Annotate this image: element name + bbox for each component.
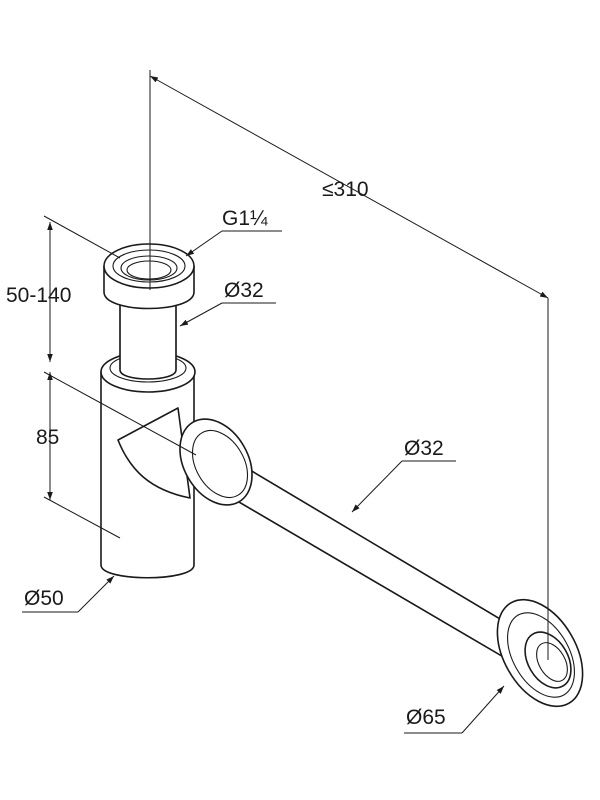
- body-diameter-leader: [22, 575, 115, 613]
- dimension-length: [149, 70, 549, 660]
- thread-label: G1¼: [222, 207, 268, 230]
- thread-leader: [185, 230, 282, 257]
- dimension-height-range: [43, 215, 121, 362]
- inlet-nut: [103, 243, 195, 310]
- outlet-height-label: 85: [36, 426, 59, 449]
- rosette-diameter-leader: [404, 685, 505, 734]
- outlet-diameter-label: Ø32: [404, 437, 444, 460]
- trap-body: [100, 351, 196, 579]
- inlet-tube: [119, 299, 177, 380]
- inlet-diameter-leader: [179, 302, 276, 327]
- dimension-outlet-height: [43, 371, 197, 539]
- rosette-diameter-label: Ø65: [406, 706, 446, 729]
- dimension-length-label: ≤310: [322, 178, 369, 201]
- outlet-diameter-leader: [351, 460, 456, 513]
- height-range-label: 50-140: [6, 284, 71, 307]
- outlet-collar: [179, 418, 253, 506]
- body-diameter-label: Ø50: [24, 587, 64, 610]
- inlet-diameter-label: Ø32: [224, 279, 264, 302]
